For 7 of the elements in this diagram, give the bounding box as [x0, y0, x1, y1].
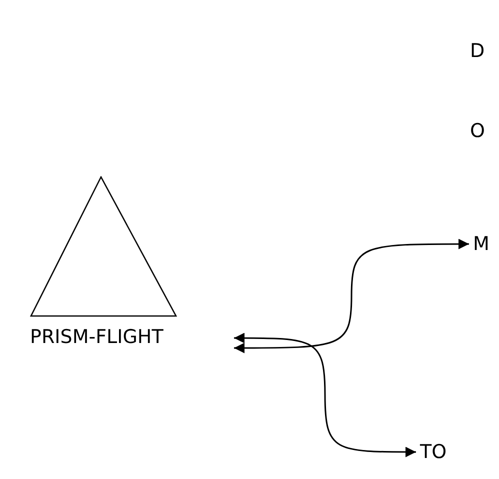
- node-label: PRISM-FLIGHT: [30, 326, 164, 348]
- node-label: TO: [420, 441, 447, 463]
- curved-arrow: [234, 238, 469, 354]
- curved-arrow: [234, 332, 416, 458]
- letter-label: D: [470, 40, 485, 62]
- letter-label: O: [470, 120, 485, 142]
- node-label: M: [473, 233, 490, 255]
